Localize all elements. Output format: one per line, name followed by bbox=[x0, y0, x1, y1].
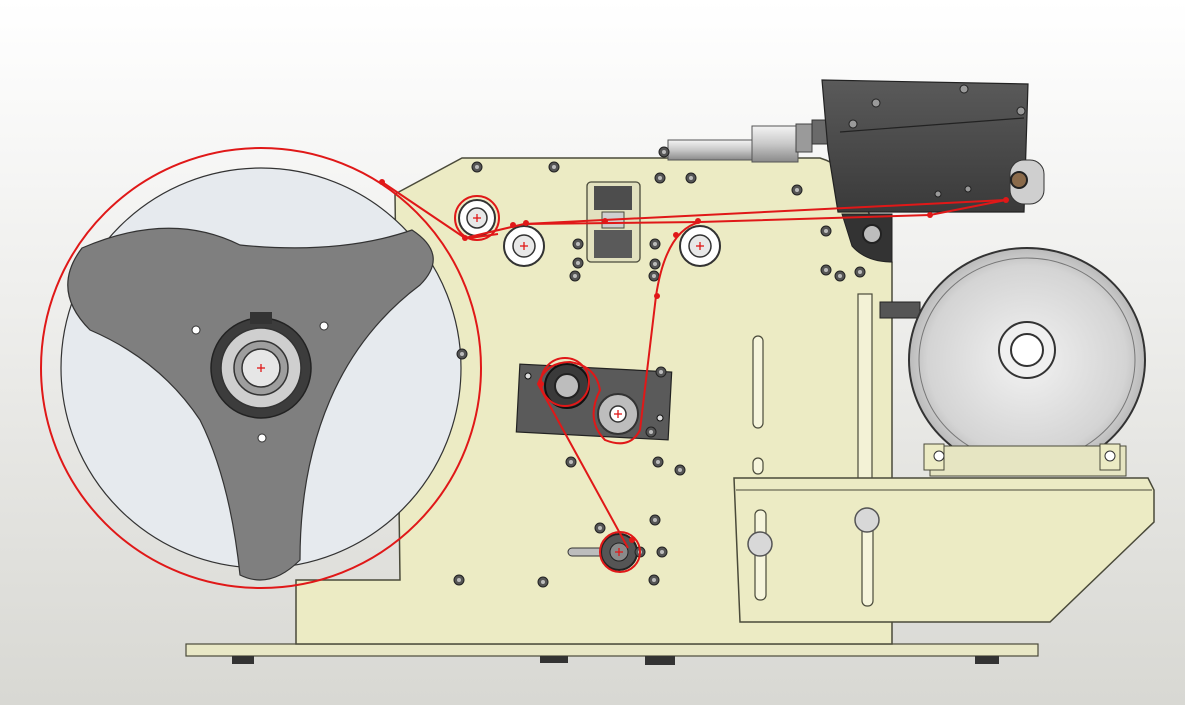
frame-bolt-center bbox=[541, 580, 545, 584]
frame-bolt-center bbox=[838, 274, 842, 278]
frame-bolt-center bbox=[649, 430, 653, 434]
frame-bolt-center bbox=[653, 262, 657, 266]
frame-bolt-center bbox=[475, 165, 479, 169]
frame-bolt-center bbox=[652, 274, 656, 278]
frame-bolt-center bbox=[678, 468, 682, 472]
frame-bolts bbox=[453, 146, 866, 588]
frame-bolt-center bbox=[569, 460, 573, 464]
frame-bolt-center bbox=[552, 165, 556, 169]
frame-bolt-center bbox=[658, 176, 662, 180]
frame-bolt-center bbox=[689, 176, 693, 180]
adjust-knob bbox=[854, 507, 880, 533]
frame-bolt-center bbox=[795, 188, 799, 192]
frame-bolt-center bbox=[656, 460, 660, 464]
vertical-slot bbox=[752, 457, 764, 475]
frame-bolt-center bbox=[652, 578, 656, 582]
frame-bolt-center bbox=[858, 270, 862, 274]
vertical-slot bbox=[752, 335, 764, 429]
path-nodes bbox=[379, 179, 1009, 543]
frame-bolt-center bbox=[653, 518, 657, 522]
frame-bolt-center bbox=[824, 268, 828, 272]
print-head-module bbox=[667, 79, 1045, 263]
frame-bolt-center bbox=[659, 370, 663, 374]
roller-center-marks bbox=[257, 214, 704, 556]
frame-bolt-center bbox=[457, 578, 461, 582]
adjust-knob bbox=[747, 531, 773, 557]
vertical-post bbox=[857, 293, 873, 491]
frame-bolt-center bbox=[576, 242, 580, 246]
frame-bolt-center bbox=[653, 242, 657, 246]
frame-bolt-center bbox=[660, 550, 664, 554]
frame-bolt-center bbox=[662, 150, 666, 154]
dancer-arm bbox=[515, 363, 673, 441]
frame-bolt-center bbox=[573, 274, 577, 278]
frame-bolt-center bbox=[576, 261, 580, 265]
frame-bolt-center bbox=[460, 352, 464, 356]
rewind-reel bbox=[879, 247, 1146, 490]
frame-bolt-center bbox=[824, 229, 828, 233]
frame-bolt-center bbox=[598, 526, 602, 530]
